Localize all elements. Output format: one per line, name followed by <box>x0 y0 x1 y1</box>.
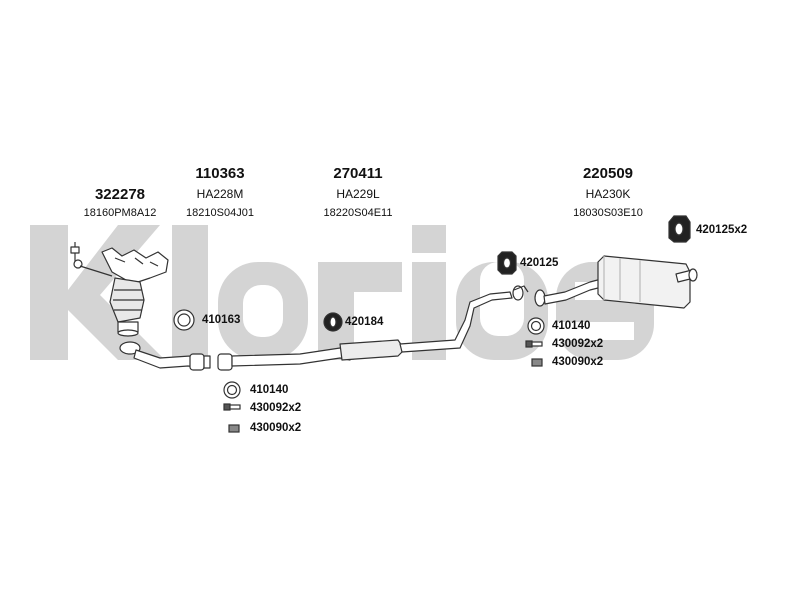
lambda-sensor[interactable] <box>70 242 113 277</box>
rubber-mount-icon[interactable] <box>323 312 343 332</box>
oem-reference-270411: 18220S04E11 <box>323 207 393 219</box>
model-code-270411: HA229L <box>336 187 380 201</box>
fitting-label-410140-left[interactable]: 410140 <box>250 384 289 396</box>
rubber-hanger-icon[interactable] <box>668 215 691 243</box>
nut-icon[interactable] <box>228 424 240 433</box>
rear-silencer-220509[interactable] <box>534 255 698 309</box>
part-number-322278[interactable]: 322278 <box>94 186 146 203</box>
fitting-label-420125x2[interactable]: 420125x2 <box>696 224 748 236</box>
oem-reference-110363: 18210S04J01 <box>186 207 254 219</box>
fitting-label-420125[interactable]: 420125 <box>520 257 559 269</box>
middle-pipe-270411[interactable] <box>217 285 529 371</box>
model-code-220509: HA230K <box>585 187 631 201</box>
bolt-icon[interactable] <box>223 403 241 411</box>
part-number-270411[interactable]: 270411 <box>333 165 383 182</box>
fitting-label-430090x2-left[interactable]: 430090x2 <box>250 422 302 434</box>
fitting-label-430090x2-right[interactable]: 430090x2 <box>552 356 604 368</box>
exhaust-manifold-catalytic-converter[interactable] <box>101 247 169 337</box>
nut-icon[interactable] <box>531 358 543 367</box>
fitting-label-430092x2-right[interactable]: 430092x2 <box>552 338 604 350</box>
model-code-110363: HA228M <box>196 187 244 201</box>
rubber-hanger-icon[interactable] <box>497 251 517 275</box>
gasket-ring-icon[interactable] <box>527 317 545 335</box>
fitting-label-420184[interactable]: 420184 <box>345 316 384 328</box>
oem-reference-220509: 18030S03E10 <box>573 207 643 219</box>
gasket-ring-icon[interactable] <box>223 381 241 399</box>
oem-reference-322278: 18160PM8A12 <box>83 207 157 219</box>
fitting-label-410140-right[interactable]: 410140 <box>552 320 591 332</box>
part-number-220509[interactable]: 220509 <box>582 165 634 182</box>
fitting-label-430092x2-left[interactable]: 430092x2 <box>250 402 302 414</box>
bolt-icon[interactable] <box>525 340 543 348</box>
fitting-label-410163[interactable]: 410163 <box>202 314 241 326</box>
gasket-ring-icon[interactable] <box>173 309 195 331</box>
part-number-110363[interactable]: 110363 <box>195 165 245 182</box>
front-pipe-110363[interactable] <box>119 341 211 371</box>
